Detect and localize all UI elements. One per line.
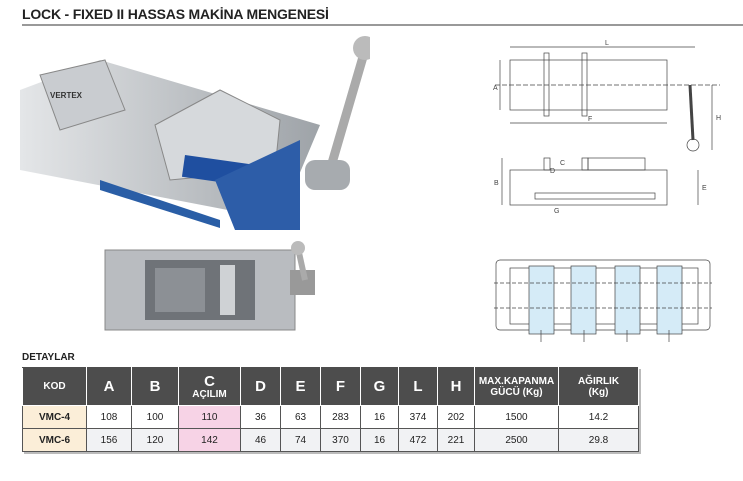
cell: 156 bbox=[86, 428, 132, 452]
cell-kod: VMC-6 bbox=[22, 428, 87, 452]
cell: 142 bbox=[178, 428, 241, 452]
table-row: VMC-4 108 100 110 36 63 283 16 374 202 1… bbox=[22, 405, 639, 429]
cell: 202 bbox=[437, 405, 475, 429]
col-kod: KOD bbox=[22, 367, 87, 406]
col-l: L bbox=[398, 367, 438, 406]
cell: 374 bbox=[398, 405, 438, 429]
cell: 221 bbox=[437, 428, 475, 452]
cell: 100 bbox=[131, 405, 179, 429]
col-g: G bbox=[360, 367, 399, 406]
col-weight-line1: AĞIRLIK bbox=[577, 375, 620, 387]
cell: 2500 bbox=[474, 428, 559, 452]
svg-text:B: B bbox=[494, 180, 499, 187]
col-f: F bbox=[320, 367, 361, 406]
cell: 110 bbox=[178, 405, 241, 429]
technical-drawing: L A F H CD B E G bbox=[493, 40, 721, 215]
multi-vise-setup-drawing bbox=[494, 259, 712, 342]
svg-text:F: F bbox=[588, 116, 592, 123]
col-e: E bbox=[280, 367, 321, 406]
cell: 74 bbox=[280, 428, 321, 452]
vertex-logo: VERTEX bbox=[50, 91, 83, 100]
table-row: VMC-6 156 120 142 46 74 370 16 472 221 2… bbox=[22, 428, 639, 452]
col-weight-line2: (Kg) bbox=[588, 386, 609, 398]
cell: 120 bbox=[131, 428, 179, 452]
svg-text:A: A bbox=[493, 85, 498, 92]
cell: 108 bbox=[86, 405, 132, 429]
cell: 283 bbox=[320, 405, 361, 429]
col-c-sub: AÇILIM bbox=[192, 388, 227, 400]
col-weight: AĞIRLIK(Kg) bbox=[558, 367, 639, 406]
svg-text:G: G bbox=[554, 208, 559, 215]
svg-text:H: H bbox=[716, 115, 721, 122]
svg-text:D: D bbox=[550, 168, 555, 175]
cell-kod: VMC-4 bbox=[22, 405, 87, 429]
vise-photo-main: VERTEX bbox=[20, 36, 370, 230]
cell: 29.8 bbox=[558, 428, 639, 452]
col-a: A bbox=[86, 367, 132, 406]
cell: 1500 bbox=[474, 405, 559, 429]
col-max-line1: MAX.KAPANMA bbox=[478, 375, 555, 387]
title-divider bbox=[22, 24, 743, 26]
cell: 36 bbox=[240, 405, 281, 429]
page-title: LOCK - FIXED II HASSAS MAKİNA MENGENESİ bbox=[22, 6, 329, 22]
svg-text:E: E bbox=[702, 185, 707, 192]
cell: 16 bbox=[360, 405, 399, 429]
svg-text:L: L bbox=[605, 40, 609, 47]
cell: 370 bbox=[320, 428, 361, 452]
col-b: B bbox=[131, 367, 179, 406]
cell: 16 bbox=[360, 428, 399, 452]
svg-text:C: C bbox=[560, 160, 565, 167]
vise-photo-top bbox=[104, 241, 315, 331]
col-max-line2: GÜCÜ (Kg) bbox=[490, 386, 543, 398]
cell: 63 bbox=[280, 405, 321, 429]
col-h: H bbox=[437, 367, 475, 406]
cell: 472 bbox=[398, 428, 438, 452]
cell: 14.2 bbox=[558, 405, 639, 429]
cell: 46 bbox=[240, 428, 281, 452]
col-d: D bbox=[240, 367, 281, 406]
section-heading: DETAYLAR bbox=[22, 352, 75, 363]
col-c-letter: C bbox=[204, 372, 215, 390]
